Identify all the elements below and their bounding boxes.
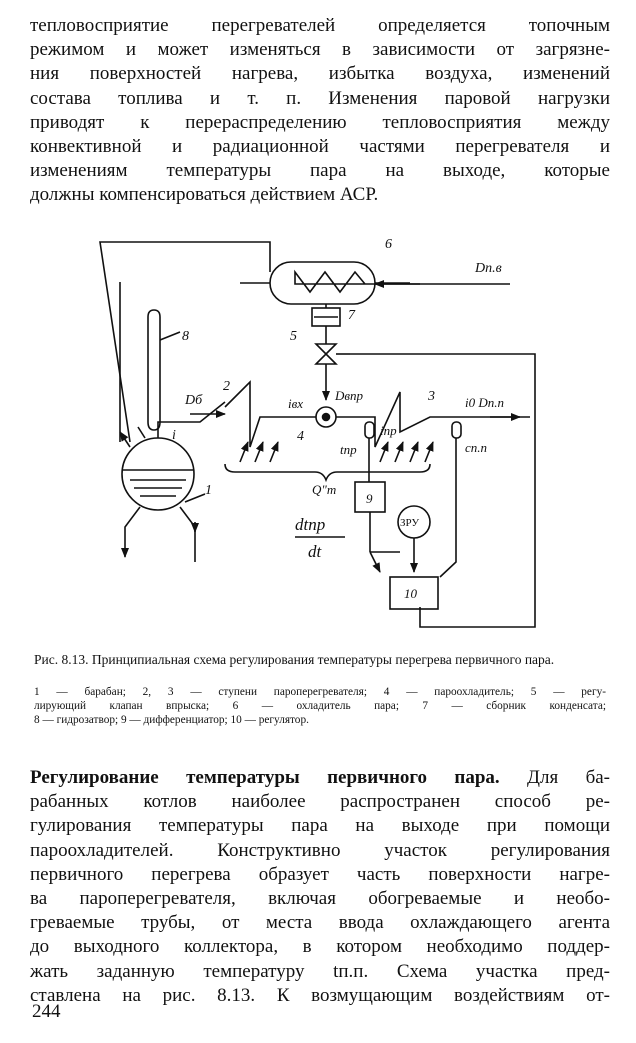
- legend-line: лирующий клапан впрыска; 6 — охладитель …: [34, 699, 606, 712]
- label-dpv: Dп.в: [474, 261, 502, 276]
- temperature-sensor-tpr: [364, 421, 375, 482]
- label-2: 2: [223, 379, 230, 394]
- schematic-diagram: 6 Dп.в 7 8 5 Dб 2 i iвх Dвпр 3 i0 Dп.п 4…: [99, 237, 536, 628]
- text-line: ставлена на рис. 8.13. К возмущающим воз…: [30, 984, 610, 1006]
- text-line: первичного перегрева образует часть пове…: [30, 863, 610, 885]
- text-line: режимом и может изменяться в зависимости…: [30, 39, 610, 61]
- drum-arrow-mid: [137, 426, 146, 439]
- label-4: 4: [297, 429, 304, 444]
- bottom-paragraph: Регулирование температуры первичного пар…: [30, 766, 610, 1008]
- label-7: 7: [348, 308, 356, 323]
- superheater-stage-3: [336, 391, 530, 448]
- label-9: 9: [366, 491, 373, 506]
- section-heading: Регулирование температуры первичного пар…: [30, 767, 500, 788]
- label-1: 1: [205, 483, 212, 498]
- label-i: i: [172, 428, 176, 443]
- legend-line: 8 — гидрозатвор; 9 — дифференциатор; 10 …: [34, 713, 309, 726]
- arrow-into-regulator: [369, 551, 381, 573]
- heat-flux-arrows: [239, 441, 434, 463]
- label-dt-numerator: dtпр: [295, 515, 325, 534]
- heat-flux-brace: [224, 463, 431, 483]
- label-dt-denominator: dt: [308, 542, 323, 561]
- desuperheater-4: [315, 406, 337, 428]
- drum-arrow-left: [119, 431, 131, 448]
- label-3: 3: [427, 389, 435, 404]
- label-cpp: cп.п: [465, 440, 487, 455]
- text-line: тепловосприятие перегревателей определяе…: [30, 15, 610, 36]
- line-cpp-to-regulator: [439, 482, 457, 578]
- label-6: 6: [385, 237, 392, 252]
- superheater-stage-2: [224, 380, 290, 448]
- temperature-sensor-cpp: [451, 421, 462, 482]
- label-tpr: tпр: [340, 442, 357, 457]
- text-line: до выходного коллектора, в котором необх…: [30, 936, 610, 958]
- label-i0-dpp: i0 Dп.п: [465, 395, 504, 410]
- text-line: рабанных котлов наиболее распространен с…: [30, 791, 610, 813]
- label-8: 8: [182, 329, 189, 344]
- label-qt: Q"т: [312, 482, 336, 497]
- text-line: должны компенсироваться действием АСР.: [30, 184, 379, 206]
- text-line: Регулирование температуры первичного пар…: [30, 766, 610, 790]
- text-line: конвективной и радиационной частями пере…: [30, 136, 610, 158]
- text-line: греваемые трубы, от места ввода охлаждаю…: [30, 912, 610, 934]
- steam-cooler-6: [240, 261, 420, 305]
- text-line: приводят к перераспределению тепловоспри…: [30, 111, 610, 133]
- label-dvpr: Dвпр: [334, 388, 364, 403]
- figure-legend: 1 — барабан; 2, 3 — ступени пароперегрев…: [34, 686, 606, 727]
- injection-valve-5: [314, 343, 350, 365]
- label-ipr: iпр: [380, 423, 397, 438]
- label-5: 5: [290, 329, 297, 344]
- text-line: ва пароперегревателя, включая обогреваем…: [30, 888, 610, 910]
- page-number: 244: [32, 1001, 61, 1022]
- label-ivx: iвх: [288, 396, 303, 411]
- steam-line-drum-to-cooler: [99, 241, 271, 443]
- condensate-collector-7: [311, 304, 341, 327]
- regulator-10: [389, 576, 439, 610]
- text-line: ния поверхностей нагрева, избытка воздух…: [30, 63, 610, 85]
- drum-outlet-left: [121, 506, 141, 558]
- figure-caption: Рис. 8.13. Принципиальная схема регулиро…: [34, 652, 606, 667]
- label-db: Dб: [184, 393, 203, 408]
- label-10: 10: [404, 586, 418, 601]
- drum-inlet-right: [179, 506, 196, 562]
- text-line: жать заданную температуру tп.п. Схема уч…: [30, 960, 610, 982]
- hydraulic-seal-8: [147, 309, 181, 431]
- heading-line-rest: Для ба-: [499, 767, 611, 788]
- caption-title: Рис. 8.13. Принципиальная схема регулиро…: [34, 652, 555, 667]
- text-line: пароохладителей. Конструктивно участок р…: [30, 839, 610, 861]
- top-paragraph: тепловосприятие перегревателей определяе…: [30, 14, 610, 208]
- steam-line-drum-to-stage2: [157, 401, 226, 438]
- drum-1: [121, 437, 206, 511]
- text-line: изменениям температуры пара на выходе, к…: [30, 160, 610, 182]
- text-line: состава топлива и т. п. Изменения парово…: [30, 87, 610, 109]
- signal-line-regulator-to-valve: [350, 353, 536, 628]
- legend-line: 1 — барабан; 2, 3 — ступени пароперегрев…: [34, 686, 606, 698]
- text-line: гулирования температуры пара на выходе п…: [30, 815, 610, 837]
- label-zru: ЗРУ: [400, 517, 419, 529]
- schematic-figure: 6 Dп.в 7 8 5 Dб 2 i iвх Dвпр 3 i0 Dп.п 4…: [90, 232, 540, 637]
